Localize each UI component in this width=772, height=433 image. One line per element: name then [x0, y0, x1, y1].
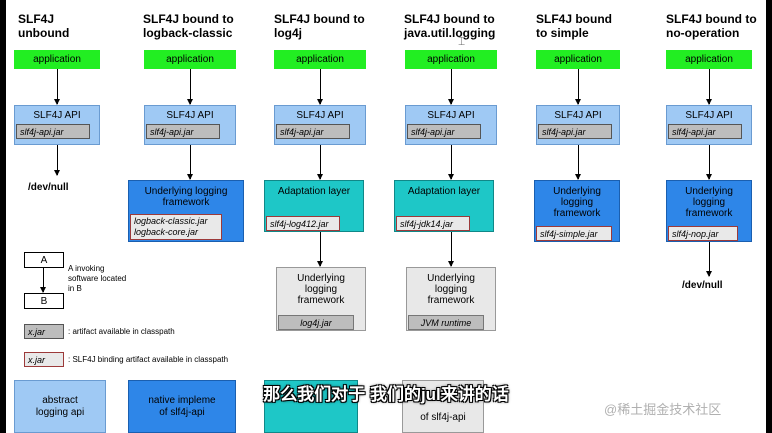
api-jar: slf4j-api.jar [668, 124, 742, 139]
logback-jars: logback-classic.jar logback-core.jar [130, 214, 222, 240]
column-title-jul: SLF4J bound to java.util.logging [404, 12, 496, 40]
arrow-down [706, 69, 712, 105]
legend-box-a: A [24, 252, 64, 268]
arrow-down [40, 268, 46, 293]
adaptation-jar: slf4j-log412.jar [266, 216, 340, 231]
legend-invoke-text: A invoking software located in B [68, 264, 127, 293]
arrow-down [317, 232, 323, 267]
application-box: application [536, 50, 620, 69]
simple-jar: slf4j-simple.jar [536, 226, 612, 241]
arrow-down [448, 145, 454, 180]
arrow-down [575, 69, 581, 105]
adaptation-jar: slf4j-jdk14.jar [396, 216, 470, 231]
column-title-simple: SLF4J bound to simple [536, 12, 612, 40]
mouse-cursor-icon: ⌶ [458, 34, 466, 48]
api-jar: slf4j-api.jar [146, 124, 220, 139]
api-jar: slf4j-api.jar [276, 124, 350, 139]
api-jar: slf4j-api.jar [16, 124, 90, 139]
arrow-down [575, 145, 581, 180]
logback-classic-jar: logback-classic.jar [134, 216, 208, 226]
legend-abstract-api: abstract logging api [14, 380, 106, 433]
arrow-down [54, 69, 60, 105]
arrow-down [187, 69, 193, 105]
arrow-down [187, 145, 193, 180]
application-box: application [144, 50, 236, 69]
watermark: @稀土掘金技术社区 [604, 402, 722, 417]
arrow-down [54, 145, 60, 176]
dev-null-label: /dev/null [28, 182, 69, 193]
nop-jar: slf4j-nop.jar [668, 226, 738, 241]
dev-null-label: /dev/null [682, 280, 723, 291]
legend-adaptation [264, 380, 358, 433]
legend-jar-text: : artifact available in classpath [68, 327, 175, 336]
api-jar: slf4j-api.jar [538, 124, 612, 139]
column-title-log4j: SLF4J bound to log4j [274, 12, 365, 40]
arrow-down [706, 145, 712, 180]
application-box: application [666, 50, 752, 69]
legend-binding-sample: x.jar [24, 352, 64, 367]
slf4j-binding-diagram: SLF4J unbound SLF4J bound to logback-cla… [6, 0, 766, 433]
underlying-jar: log4j.jar [278, 315, 354, 330]
adaptation-layer-box: Adaptation layer [264, 180, 364, 232]
legend-native-impl: native impleme of slf4j-api [128, 380, 236, 433]
application-box: application [14, 50, 100, 69]
legend-partial: of slf4j-api [402, 380, 484, 433]
api-jar: slf4j-api.jar [407, 124, 481, 139]
underlying-jar: JVM runtime [408, 315, 484, 330]
arrow-down [317, 69, 323, 105]
arrow-down [448, 232, 454, 267]
application-box: application [274, 50, 366, 69]
arrow-down [706, 242, 712, 277]
column-title-logback: SLF4J bound to logback-classic [143, 12, 234, 40]
legend-jar-sample: x.jar [24, 324, 64, 339]
legend-box-b: B [24, 293, 64, 309]
arrow-down [317, 145, 323, 180]
arrow-down [448, 69, 454, 105]
column-title-nop: SLF4J bound to no-operation [666, 12, 757, 40]
legend-binding-text: : SLF4J binding artifact available in cl… [68, 355, 229, 364]
logback-core-jar: logback-core.jar [134, 227, 199, 237]
video-subtitle: 那么我们对于 我们的jul来讲的话 [263, 385, 509, 404]
application-box: application [405, 50, 497, 69]
column-title-unbound: SLF4J unbound [18, 12, 70, 40]
